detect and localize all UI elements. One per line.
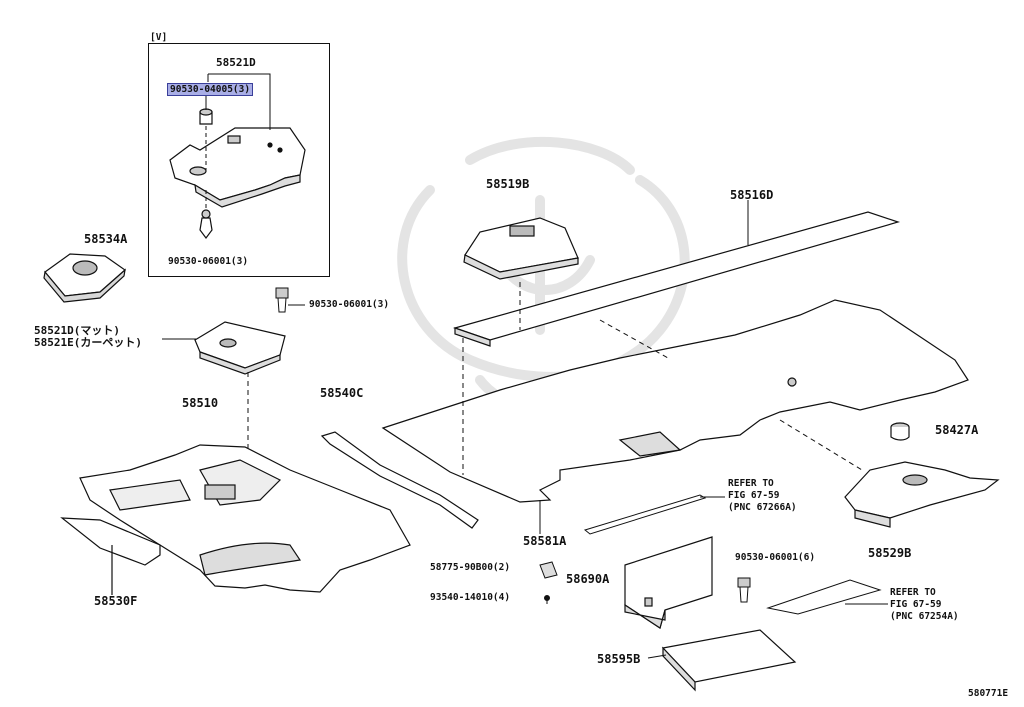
refer-note-2: REFER TO FIG 67-59 (PNC 67254A) [890,587,959,623]
part-58534A [43,253,126,303]
refer-note-1: REFER TO FIG 67-59 (PNC 67266A) [728,478,797,514]
inset-bottom-label: 90530-06001(3) [168,256,249,267]
refer-note-2-line1: REFER TO [890,587,936,598]
bolt-90530-06001-6 [737,577,751,603]
part-58427A [890,422,910,441]
leader-58595B [647,654,667,659]
figure-id: 580771E [968,688,1009,699]
part-58529B [844,461,1000,528]
part-58510-floor-pan [79,444,411,593]
label-90530-6: 90530-06001(6) [735,552,816,563]
ref-strip-2 [766,579,882,615]
label-58775: 58775-90B00(2) [430,562,511,573]
label-58534A: 58534A [84,232,128,246]
label-58530F: 58530F [94,594,138,608]
label-58529B: 58529B [868,546,912,560]
inset-leaders [205,73,271,130]
label-58427A: 58427A [935,423,979,437]
refer-note-1-line1: REFER TO [728,478,774,489]
label-58521E: 58521E(カーペット) [34,336,142,349]
part-58519B [463,217,579,280]
part-58581A-carpet [381,299,969,503]
part-58595B [661,629,797,692]
inset-frame [148,43,330,277]
label-58581A: 58581A [523,534,567,548]
inset-mat-part [169,108,306,239]
refer-note-1-line3: (PNC 67266A) [728,502,797,513]
label-93540: 93540-14010(4) [430,592,511,603]
label-58510: 58510 [182,396,219,410]
label-58516D: 58516D [730,188,774,202]
dash-58529B [779,419,863,471]
label-58521D: 58521D(マット) [34,324,120,337]
dash-58516D [599,319,669,359]
ref-strip-1 [583,494,707,535]
label-90530-right: 90530-06001(3) [309,299,390,310]
inset-top-label: 58521D [216,56,256,69]
label-58540C: 58540C [320,386,364,400]
refer-note-1-line2[interactable]: FIG 67-59 [728,490,780,501]
bolt-90530-06001 [275,287,305,313]
label-58595B: 58595B [597,652,641,666]
highlighted-part-label[interactable]: 90530-04005(3) [166,83,254,96]
inset-title: [V] [150,32,168,43]
part-58516D [452,211,901,347]
refer-note-2-line2[interactable]: FIG 67-59 [890,599,942,610]
label-58519B: 58519B [486,177,530,191]
part-58540C [320,431,479,529]
part-58690A [624,536,713,629]
clip-58775 [539,561,558,579]
label-58690A: 58690A [566,572,610,586]
part-58521-mat [194,321,286,375]
screw-93540 [544,595,550,604]
refer-note-2-line3: (PNC 67254A) [890,611,959,622]
part-58530F [60,517,161,595]
